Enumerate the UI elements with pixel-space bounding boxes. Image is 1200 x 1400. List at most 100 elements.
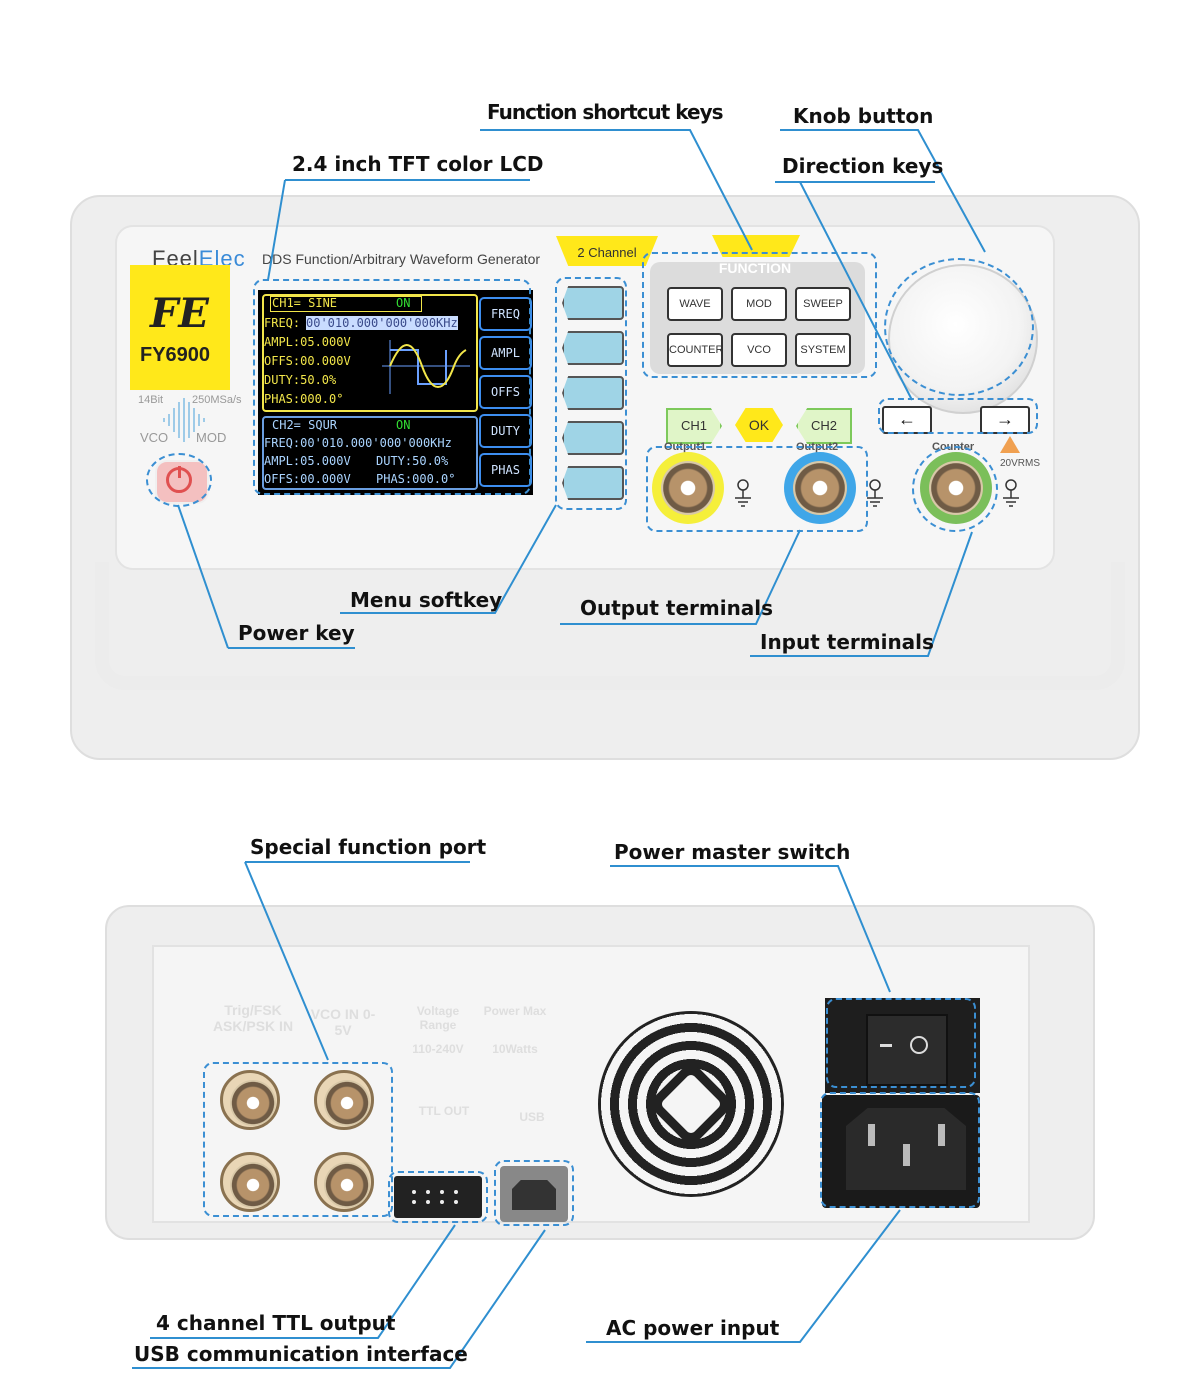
ch1-freq-label: FREQ: bbox=[264, 316, 301, 330]
callout-input-terminals: Input terminals bbox=[760, 630, 934, 654]
vco-input-label: VCO IN 0-5V bbox=[310, 1006, 376, 1038]
callout-lcd: 2.4 inch TFT color LCD bbox=[292, 152, 544, 176]
vco-input-bnc bbox=[324, 1080, 370, 1126]
ground-icon bbox=[735, 479, 751, 507]
callout-ttl-output: 4 channel TTL output bbox=[156, 1311, 396, 1335]
carry-handle bbox=[95, 562, 1125, 690]
vco-label: VCO bbox=[140, 430, 169, 445]
usb-highlight bbox=[494, 1160, 574, 1226]
special-port-highlight bbox=[203, 1062, 393, 1217]
ch1-state: ON bbox=[396, 296, 411, 310]
trig-input-bnc bbox=[230, 1080, 276, 1126]
ch2-offs: OFFS:00.000V bbox=[264, 472, 351, 486]
callout-ac-power-input: AC power input bbox=[606, 1316, 780, 1340]
callout-direction-keys: Direction keys bbox=[782, 154, 944, 178]
vco-key[interactable]: VCO bbox=[731, 333, 787, 367]
sync-output-bnc bbox=[324, 1162, 370, 1208]
mod-label: MOD bbox=[196, 430, 227, 445]
device-subtitle: DDS Function/Arbitrary Waveform Generato… bbox=[262, 251, 541, 267]
ch1-offs: OFFS:00.000V bbox=[264, 354, 351, 368]
menu-softkey-2[interactable] bbox=[562, 331, 624, 365]
model-badge bbox=[130, 265, 230, 390]
output-terminals-highlight bbox=[646, 446, 868, 532]
voltage-range-value: 110-240V bbox=[412, 1042, 464, 1056]
wave-key[interactable]: WAVE bbox=[667, 287, 723, 321]
ttl-out-label: TTL OUT bbox=[418, 1104, 470, 1118]
trig-input-label: Trig/FSK ASK/PSK IN bbox=[212, 1002, 294, 1034]
mod-key[interactable]: MOD bbox=[731, 287, 787, 321]
switch-on-mark bbox=[910, 1036, 928, 1054]
callout-power-key: Power key bbox=[238, 621, 355, 645]
ac-pin bbox=[868, 1124, 875, 1146]
ch1-duty: DUTY:50.0% bbox=[264, 373, 337, 387]
ch1-key[interactable]: CH1 bbox=[666, 408, 722, 444]
direction-keys-highlight bbox=[878, 398, 1038, 434]
switch-highlight bbox=[826, 998, 976, 1088]
callout-menu-softkey: Menu softkey bbox=[350, 588, 503, 612]
warning-label: 20VRMS bbox=[1000, 458, 1041, 469]
ch2-state: ON bbox=[396, 418, 411, 432]
ch2-freq: FREQ:00'010.000'000'000KHz bbox=[264, 436, 452, 450]
lcd-softkey-label: FREQ bbox=[479, 297, 532, 331]
ok-key[interactable]: OK bbox=[735, 408, 783, 442]
lcd-softkey-label: OFFS bbox=[479, 375, 532, 409]
wave-burst-icon bbox=[163, 398, 205, 442]
softkey-highlight bbox=[555, 277, 627, 510]
right-arrow-key[interactable]: → bbox=[980, 406, 1030, 434]
counter-key[interactable]: COUNTER bbox=[667, 333, 723, 367]
output2-bnc bbox=[793, 461, 847, 515]
function-heading: FUNCTION bbox=[718, 260, 792, 276]
menu-softkey-5[interactable] bbox=[562, 466, 624, 500]
ch1-phas: PHAS:000.0° bbox=[264, 392, 344, 406]
ch1-panel bbox=[262, 294, 478, 412]
ttl-pins-icon bbox=[412, 1190, 458, 1204]
warning-icon bbox=[1000, 436, 1020, 453]
menu-softkey-3[interactable] bbox=[562, 376, 624, 410]
waveform-preview bbox=[382, 340, 470, 394]
ch1-title-box bbox=[270, 296, 422, 312]
callout-power-master-switch: Power master switch bbox=[614, 840, 851, 864]
ch2-panel bbox=[262, 416, 478, 490]
switch-off-mark bbox=[880, 1044, 892, 1047]
callout-usb-interface: USB communication interface bbox=[134, 1342, 468, 1366]
ch2-duty: DUTY:50.0% bbox=[376, 454, 449, 468]
lcd-softkey-label: PHAS bbox=[479, 453, 532, 487]
ch1-freq-value: 00'010.000'000'000KHz bbox=[306, 316, 458, 330]
power-key-highlight bbox=[146, 453, 212, 507]
ac-input-highlight bbox=[820, 1092, 980, 1208]
lcd-softkey-label: AMPL bbox=[479, 336, 532, 370]
trig-output-bnc bbox=[230, 1162, 276, 1208]
input-terminal-highlight bbox=[912, 446, 998, 532]
fe-logo: FE bbox=[150, 290, 209, 337]
ch2-ampl: AMPL:05.000V bbox=[264, 454, 351, 468]
callout-function-shortcut-keys: Function shortcut keys bbox=[487, 100, 724, 124]
ch2-title: CH2= SQUR bbox=[272, 418, 338, 432]
usb-label: USB bbox=[519, 1110, 545, 1124]
bit-depth-label: 14Bit bbox=[138, 394, 164, 406]
callout-special-function-port: Special function port bbox=[250, 835, 487, 859]
sample-rate-label: 250MSa/s bbox=[192, 394, 242, 406]
output1-bnc bbox=[661, 461, 715, 515]
ch1-title: CH1= SINE bbox=[272, 296, 338, 310]
power-max-label: Power Max bbox=[483, 1004, 547, 1018]
ch2-key[interactable]: CH2 bbox=[796, 408, 852, 444]
menu-softkey-4[interactable] bbox=[562, 421, 624, 455]
power-master-switch[interactable] bbox=[866, 1014, 948, 1086]
lcd-highlight bbox=[253, 279, 531, 495]
ttl-header-connector[interactable] bbox=[394, 1176, 482, 1218]
ttl-highlight bbox=[388, 1171, 488, 1223]
ch1-ampl: AMPL:05.000V bbox=[264, 335, 351, 349]
ac-pin bbox=[903, 1144, 910, 1166]
power-max-value: 10Watts bbox=[492, 1042, 538, 1056]
function-keys-highlight bbox=[642, 252, 877, 378]
callout-output-terminals: Output terminals bbox=[580, 596, 774, 620]
callout-knob-button: Knob button bbox=[793, 104, 934, 128]
ac-pin bbox=[938, 1124, 945, 1146]
ch2-phas: PHAS:000.0° bbox=[376, 472, 456, 486]
usb-b-icon bbox=[512, 1180, 556, 1210]
menu-softkey-1[interactable] bbox=[562, 286, 624, 320]
ground-icon bbox=[1003, 479, 1019, 507]
lcd-softkey-label: DUTY bbox=[479, 414, 532, 448]
model-number: FY6900 bbox=[140, 344, 211, 366]
ground-icon bbox=[867, 479, 883, 507]
